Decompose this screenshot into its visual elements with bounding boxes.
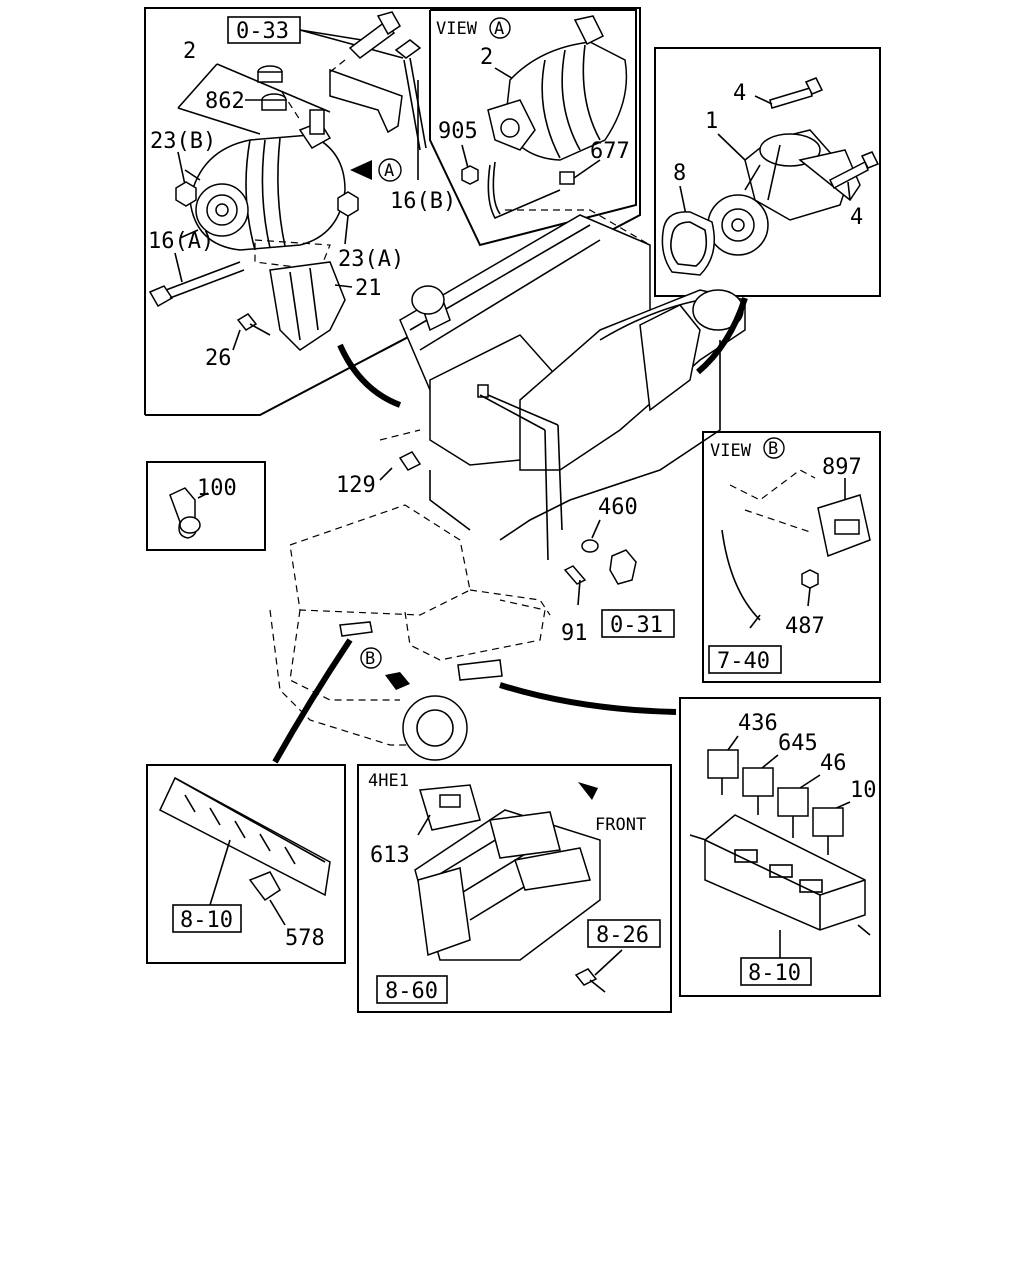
callout-129: 129 bbox=[336, 473, 376, 498]
front-label: FRONT bbox=[595, 815, 646, 835]
ref-0-31: 0-31 bbox=[610, 613, 663, 638]
ref-box-8-10-left bbox=[172, 904, 242, 933]
relay-panel: 8-10 578 bbox=[146, 764, 346, 964]
truck-cab-illustration: B bbox=[269, 504, 677, 764]
callout-91: 91 bbox=[561, 621, 588, 646]
ref-box-8-26 bbox=[587, 919, 661, 948]
callout-23a: 23(A) bbox=[338, 247, 404, 272]
relay-box-panel: 436 645 46 10 8-10 bbox=[679, 697, 881, 997]
relay-tray-illustration bbox=[689, 814, 871, 936]
arrow-b-mark: B bbox=[365, 649, 375, 669]
callout-8: 8 bbox=[673, 161, 686, 186]
ref-8-10-left: 8-10 bbox=[180, 908, 233, 933]
ref-box-0-31 bbox=[601, 609, 675, 638]
ref-0-33: 0-33 bbox=[236, 19, 289, 44]
callout-613: 613 bbox=[370, 843, 410, 868]
engine-code: 4HE1 bbox=[368, 771, 409, 791]
starter-panel: 4 1 4 8 bbox=[654, 47, 881, 297]
view-a-arrow-icon bbox=[350, 160, 372, 180]
alternator-illustration bbox=[179, 109, 346, 251]
arrow-a-mark: A bbox=[384, 161, 394, 181]
callout-460: 460 bbox=[598, 495, 638, 520]
ref-8-10-right: 8-10 bbox=[748, 961, 801, 986]
callout-2: 2 bbox=[183, 39, 196, 64]
front-arrow-icon bbox=[385, 672, 410, 690]
callout-4-bottom: 4 bbox=[850, 205, 863, 230]
heater-unit-illustration bbox=[414, 809, 601, 961]
callout-862: 862 bbox=[205, 89, 245, 114]
leader-arc-starter bbox=[696, 297, 748, 375]
view-a-panel: VIEW A 2 905 677 bbox=[429, 9, 637, 247]
callout-436: 436 bbox=[738, 711, 778, 736]
callout-677: 677 bbox=[590, 139, 630, 164]
callout-23b: 23(B) bbox=[150, 129, 216, 154]
callout-2-view-a: 2 bbox=[480, 45, 493, 70]
view-a-mark: A bbox=[494, 19, 504, 39]
ref-box-7-40 bbox=[708, 645, 782, 674]
ref-8-26: 8-26 bbox=[596, 923, 649, 948]
engine-illustration bbox=[399, 209, 746, 561]
callout-905: 905 bbox=[438, 119, 478, 144]
callout-21: 21 bbox=[355, 276, 382, 301]
leader-arc-alternator bbox=[337, 343, 402, 408]
starter-motor-illustration bbox=[707, 129, 861, 256]
ref-7-40: 7-40 bbox=[717, 649, 770, 674]
alternator-view-a-illustration bbox=[487, 15, 628, 161]
leader-arc-relay-box bbox=[499, 682, 677, 715]
callout-10: 10 bbox=[850, 778, 877, 803]
hvac-panel: 4HE1 FRONT 613 8-26 8-60 bbox=[357, 764, 672, 1013]
ref-8-60: 8-60 bbox=[385, 979, 438, 1004]
clip-panel: 100 bbox=[146, 461, 266, 551]
ref-box-8-10-right bbox=[740, 957, 812, 986]
ref-box-8-60 bbox=[376, 975, 448, 1004]
callout-487: 487 bbox=[785, 614, 825, 639]
view-b-panel: VIEW B 897 487 7-40 bbox=[702, 431, 881, 683]
callout-16b: 16(B) bbox=[390, 189, 456, 214]
callout-897: 897 bbox=[822, 455, 862, 480]
leader-arc-relay bbox=[272, 638, 353, 764]
callout-46: 46 bbox=[820, 751, 847, 776]
callout-100: 100 bbox=[197, 476, 237, 501]
callout-16a: 16(A) bbox=[148, 229, 214, 254]
front-direction-icon bbox=[578, 782, 598, 800]
callout-1: 1 bbox=[705, 109, 718, 134]
view-a-title: VIEW bbox=[436, 19, 478, 39]
callout-4-top: 4 bbox=[733, 81, 746, 106]
callout-578: 578 bbox=[285, 926, 325, 951]
view-b-mark: B bbox=[768, 439, 778, 459]
callout-26: 26 bbox=[205, 346, 232, 371]
alternator-panel: 0-33 16(B) A 2 862 bbox=[144, 7, 641, 416]
callout-645: 645 bbox=[778, 731, 818, 756]
view-b-title: VIEW bbox=[710, 441, 752, 461]
